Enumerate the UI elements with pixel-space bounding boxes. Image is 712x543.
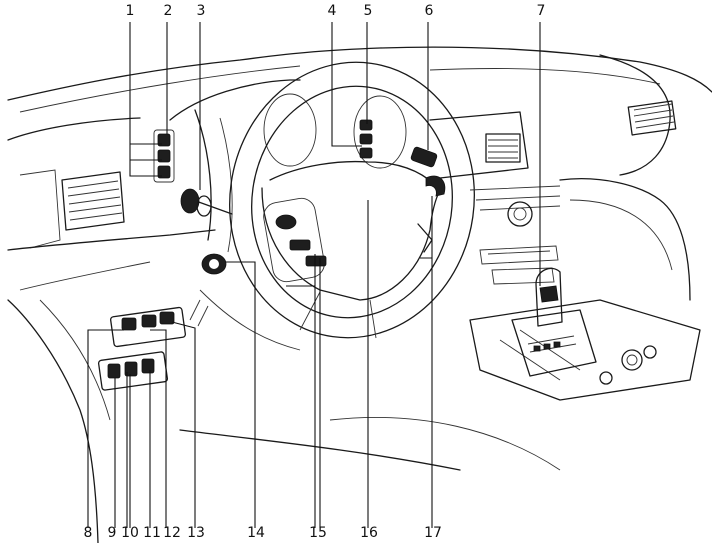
callout-6: 6 xyxy=(424,3,434,19)
callout-9: 9 xyxy=(107,525,117,541)
callout-3: 3 xyxy=(196,3,206,19)
callout-11: 11 xyxy=(143,525,161,541)
callout-16: 16 xyxy=(360,525,378,541)
callout-13: 13 xyxy=(187,525,205,541)
callout-15: 15 xyxy=(309,525,327,541)
ignition-knob xyxy=(201,253,227,275)
air-vent-icon xyxy=(61,171,125,231)
switch-icon xyxy=(153,129,175,183)
air-vent-icon xyxy=(485,133,521,163)
callout-1: 1 xyxy=(125,3,135,19)
dashboard-top-edge xyxy=(7,46,712,101)
callout-4: 4 xyxy=(327,3,337,19)
callout-5: 5 xyxy=(363,3,373,19)
callout-7: 7 xyxy=(536,3,546,19)
lighting-stalk xyxy=(180,188,233,217)
callout-12: 12 xyxy=(163,525,181,541)
steering-wheel-icon xyxy=(229,61,475,339)
callout-10: 10 xyxy=(121,525,139,541)
gear-shifter-icon xyxy=(511,267,597,377)
air-vent-icon xyxy=(627,100,677,136)
switch-icon xyxy=(97,306,186,391)
callout-17: 17 xyxy=(424,525,442,541)
callout-8: 8 xyxy=(83,525,93,541)
callout-14: 14 xyxy=(247,525,265,541)
callout-2: 2 xyxy=(163,3,173,19)
